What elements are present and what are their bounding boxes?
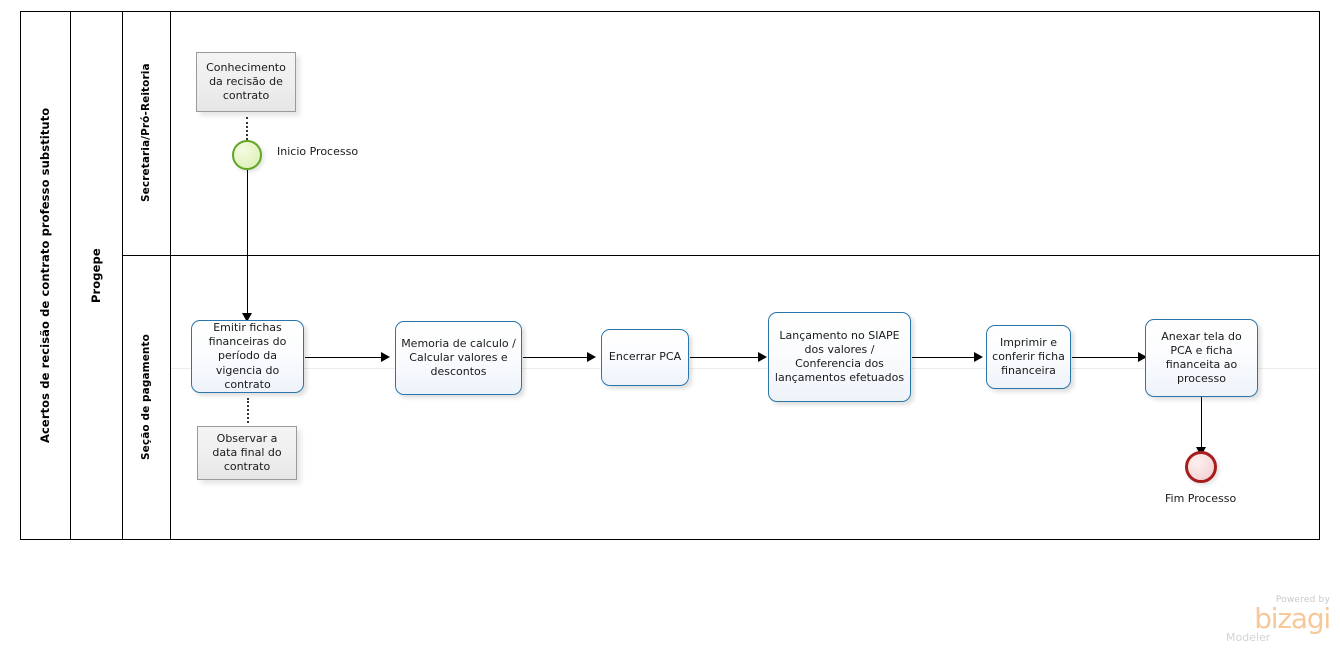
pool-divider-2: [122, 11, 123, 540]
end-event-label: Fim Processo: [1165, 492, 1237, 505]
lane-label-secretaria: Secretaria/Pró-Reitoria: [140, 63, 152, 203]
flow-arrow-lancamento-to-imprimir: [974, 352, 983, 362]
flow-anexar-to-end: [1201, 397, 1202, 449]
task-imprimir-conferir[interactable]: Imprimir e conferir ficha financeira: [986, 325, 1071, 389]
lane-label-secao-pagamento: Seção de pagamento: [140, 334, 152, 461]
lane-divider: [122, 255, 1320, 256]
powered-by-label: Powered by: [1275, 595, 1330, 605]
flow-imprimir-to-anexar: [1072, 357, 1140, 358]
flow-arrow-imprimir-to-anexar: [1138, 352, 1147, 362]
pool-divider-3: [170, 11, 171, 540]
end-event[interactable]: [1185, 451, 1217, 483]
annotation-conhecimento: Conhecimento da recisão de contrato: [196, 52, 296, 112]
start-event-label: Inicio Processo: [277, 145, 359, 158]
bizagi-logo-wordmark: bizagi: [1254, 602, 1331, 635]
task-anexar-tela[interactable]: Anexar tela do PCA e ficha financeita ao…: [1145, 319, 1258, 397]
flow-encerrar-to-lancamento: [690, 357, 760, 358]
bizagi-branding: Powered by bizagi Modeler: [1222, 595, 1331, 646]
flow-lancamento-to-imprimir: [912, 357, 976, 358]
pool-subtitle: Progepe: [89, 248, 103, 303]
task-memoria-calculo[interactable]: Memoria de calculo / Calcular valores e …: [395, 321, 522, 395]
pool-divider-1: [70, 11, 71, 540]
flow-start-to-emitir-fichas: [247, 170, 248, 315]
flow-arrow-emitir-to-memoria: [381, 352, 390, 362]
flow-arrow-encerrar-to-lancamento: [758, 352, 767, 362]
task-emitir-fichas[interactable]: Emitir fichas financeiras do período da …: [191, 320, 304, 393]
association-emitir-to-observar: [247, 398, 249, 423]
association-conhecimento-to-start: [246, 117, 248, 144]
bizagi-product-label: Modeler: [1226, 630, 1271, 644]
start-event[interactable]: [232, 140, 262, 170]
flow-arrow-start-to-emitir-fichas: [242, 313, 252, 322]
task-encerrar-pca[interactable]: Encerrar PCA: [601, 329, 689, 386]
annotation-observar: Observar a data final do contrato: [197, 426, 297, 480]
pool-frame: [20, 11, 1320, 540]
task-lancamento-siape[interactable]: Lançamento no SIAPE dos valores / Confer…: [768, 312, 911, 402]
pool-title: Acertos de recisão de contrato professo …: [38, 107, 52, 444]
flow-emitir-to-memoria: [305, 357, 383, 358]
lane-guide-line: [171, 368, 1319, 369]
flow-arrow-memoria-to-encerrar: [587, 352, 596, 362]
flow-memoria-to-encerrar: [523, 357, 589, 358]
